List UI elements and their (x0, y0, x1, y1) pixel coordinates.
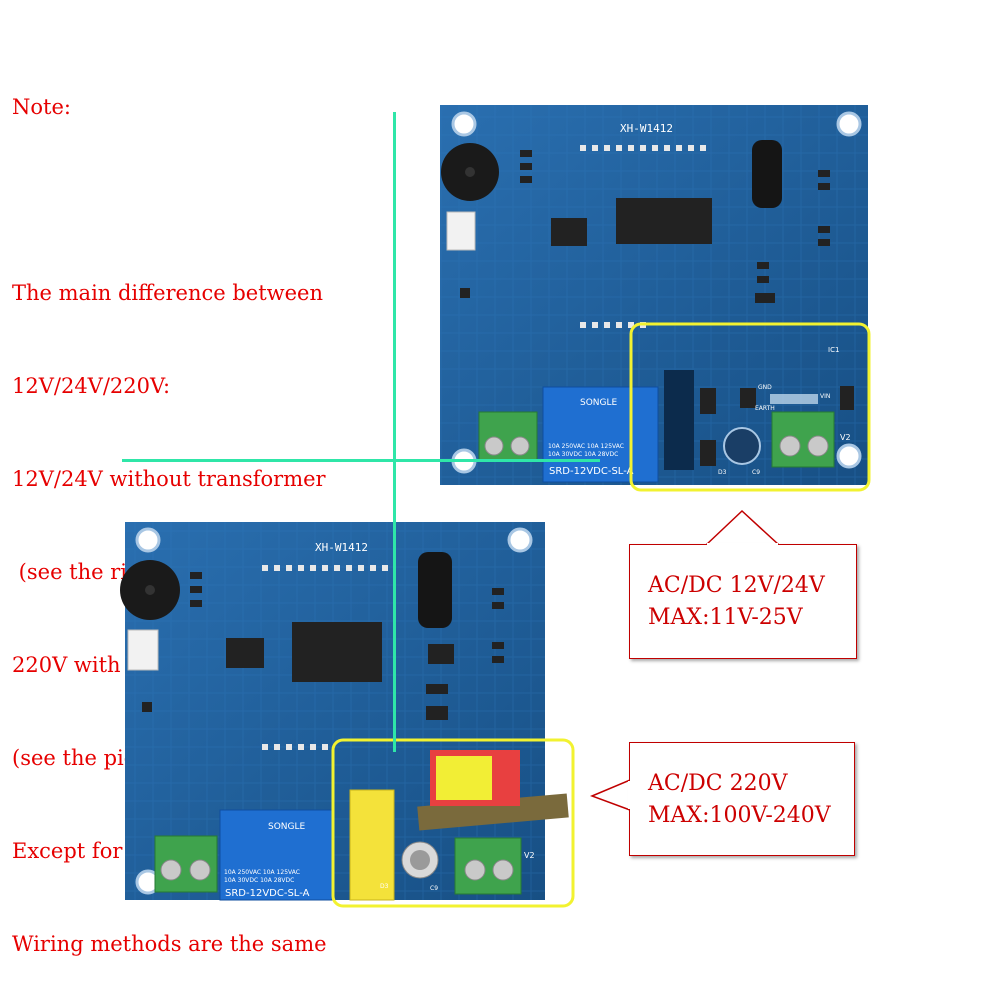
relay-brand: SONGLE (268, 822, 306, 832)
relay-model: SRD-12VDC-SL-A (225, 888, 310, 899)
callout-box-bottom (629, 742, 855, 856)
callout-pointer-bottom (589, 778, 631, 812)
board-bottom: XH-W1412 SONGLE 10A 250VAC 10A 125VAC 10… (120, 522, 575, 908)
note-line: 12V/24V without transformer (12, 467, 326, 491)
electrolytic-cap-top (752, 140, 782, 208)
sensor-connector-bottom (127, 629, 159, 671)
capacitor-outline-top (723, 427, 761, 465)
ic-small-bottom (226, 638, 264, 668)
mounting-holes-bottom (135, 527, 533, 895)
guide-line-horizontal (122, 459, 600, 462)
board-model-label: XH-W1412 (620, 122, 673, 135)
highlight-frame-bottom (331, 738, 575, 908)
relay-bottom (219, 809, 333, 901)
note-line: Wiring methods are the same (12, 932, 327, 956)
callout-text-top: AC/DC 12V/24V MAX:11V-25V (648, 570, 825, 634)
main-ic-top (616, 198, 712, 244)
note-line: Note: (12, 95, 71, 119)
note-line: The main difference between (12, 281, 324, 305)
relay-top (542, 386, 659, 483)
power-component-top (664, 370, 694, 470)
silkscreen-label: V2 (524, 851, 535, 860)
relay-brand: SONGLE (580, 398, 618, 408)
note-line: 12V/24V/220V: (12, 374, 171, 398)
board-top: XH-W1412 SONGLE 10A 250VAC 10A (440, 105, 871, 492)
guide-line-vertical (393, 112, 396, 752)
silkscreen-label: IC1 (828, 346, 839, 354)
callout-pointer-top (704, 509, 781, 546)
relay-rating: 10A 250VAC 10A 125VAC (548, 443, 624, 450)
electrolytic-cap-bottom (418, 552, 452, 628)
voltage-range: MAX:11V-25V (648, 605, 803, 630)
silkscreen-label: GND (758, 384, 772, 391)
voltage-range: MAX:100V-240V (648, 803, 831, 828)
transformer (436, 756, 492, 800)
silkscreen-label: EARTH (755, 405, 775, 412)
silkscreen-label: C9 (752, 469, 760, 476)
relay-rating: 10A 30VDC 10A 28VDC (548, 451, 618, 458)
relay-rating: 10A 30VDC 10A 28VDC (224, 877, 294, 884)
ic-small-top (551, 218, 587, 246)
relay-model: SRD-12VDC-SL-A (549, 466, 634, 477)
fuse-capacitor-yellow (349, 789, 395, 901)
silkscreen-label: C9 (430, 885, 438, 892)
callout-text-bottom: AC/DC 220V MAX:100V-240V (648, 768, 831, 832)
board-model-label: XH-W1412 (315, 541, 368, 554)
silkscreen-label: D3 (718, 469, 727, 476)
highlight-frame-top (629, 322, 871, 492)
silkscreen-label: D3 (380, 883, 389, 890)
silkscreen-label: VIN (820, 393, 830, 400)
display-pads-bottom (262, 565, 388, 750)
main-ic-bottom (292, 622, 382, 682)
silkscreen-label: V2 (840, 433, 851, 442)
voltage-label: AC/DC 12V/24V (648, 573, 825, 598)
relay-rating: 10A 250VAC 10A 125VAC (224, 869, 300, 876)
power-module-pcb (417, 793, 569, 831)
callout-box-top (629, 544, 857, 659)
sensor-connector-top (446, 211, 476, 251)
voltage-label: AC/DC 220V (648, 771, 788, 796)
